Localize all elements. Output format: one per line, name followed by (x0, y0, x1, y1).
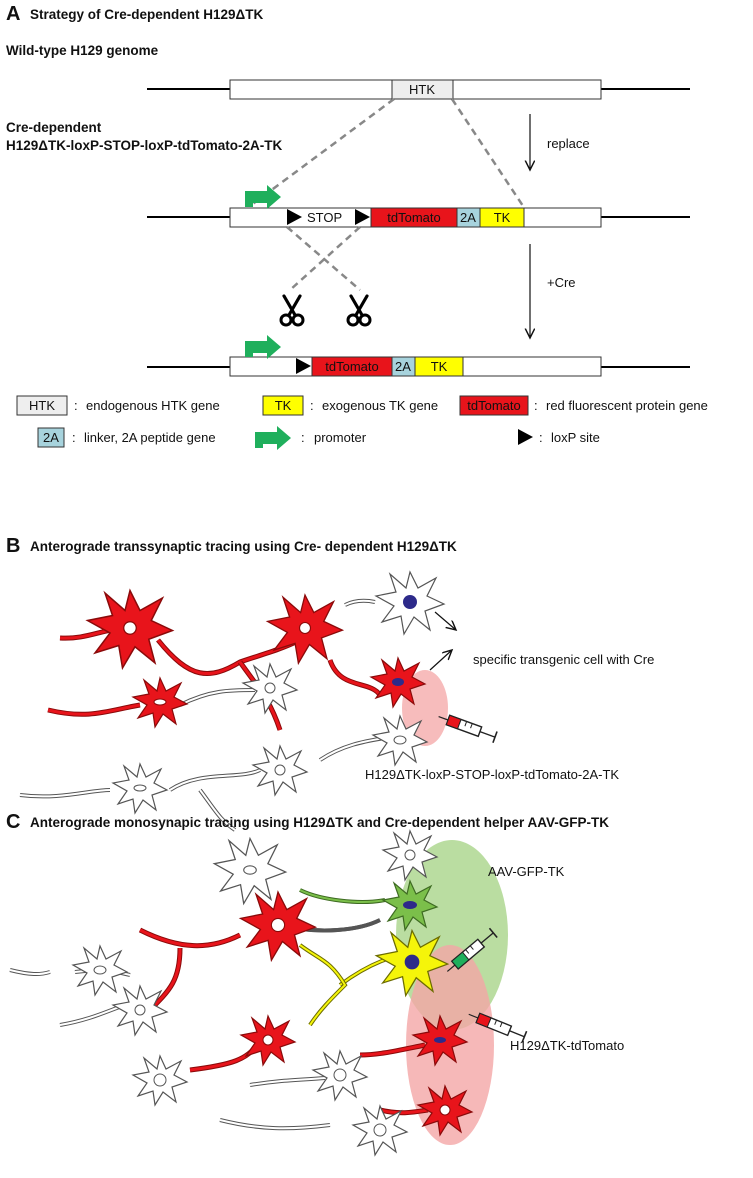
legend-htk-key: HTK (29, 398, 55, 413)
pointer-arrow (434, 611, 456, 630)
legend-tdtomato-swatch (459, 395, 529, 416)
tk-gene-box (479, 207, 525, 228)
neuron-white (242, 663, 298, 714)
scissors-icon (346, 294, 372, 327)
panel-a-title: Strategy of Cre-dependent H129ΔTK (30, 7, 263, 22)
tk-gene-label: TK (494, 210, 511, 225)
promoter-arrow-icon (245, 185, 281, 209)
panel-a: A Strategy of Cre-dependent H129ΔTK Wild… (6, 3, 708, 450)
legend: HTK : endogenous HTK gene TK : exogenous… (16, 395, 708, 450)
legend-twoa-swatch (37, 427, 65, 448)
neuron-white (112, 985, 168, 1036)
legend-separator: : (74, 398, 78, 413)
twoa-gene-label: 2A (460, 210, 476, 225)
neuron-white (372, 715, 428, 766)
neuron-red (412, 1015, 468, 1066)
stop-label: STOP (307, 210, 342, 225)
neuron-white (213, 837, 287, 905)
neuron-yellow (375, 929, 449, 997)
neuron-red (240, 1015, 296, 1066)
tk-gene-label: TK (431, 359, 448, 374)
neuron-white (352, 1105, 408, 1156)
neuron-white (382, 830, 438, 881)
neuron-red (239, 891, 317, 961)
tdtomato-gene-label: tdTomato (387, 210, 440, 225)
h129-syringe-icon (465, 1007, 528, 1044)
panel-b-title: Anterograde transsynaptic tracing using … (30, 539, 457, 554)
excision-line (289, 226, 361, 291)
cre-label: +Cre (547, 275, 576, 290)
panel-b: B Anterograde transsynaptic tracing usin… (6, 535, 654, 832)
legend-separator: : (539, 430, 543, 445)
neuron-white (312, 1050, 368, 1101)
tdtomato-gene-label: tdTomato (325, 359, 378, 374)
wildtype-genome-track: HTK (147, 79, 690, 100)
loxp-icon (287, 209, 302, 225)
h129-virus-label: H129ΔTK-tdTomato (510, 1038, 624, 1053)
neuron-white (72, 945, 128, 996)
mapping-line-left (249, 97, 395, 208)
mapping-line-right (450, 98, 525, 207)
legend-loxp-icon (518, 429, 533, 445)
promoter-arrow-icon (245, 335, 281, 359)
legend-promoter-icon (255, 426, 291, 450)
axons (19, 598, 401, 832)
scissors-icon (279, 294, 305, 327)
legend-separator: : (72, 430, 76, 445)
legend-promoter-desc: promoter (314, 430, 367, 445)
loxp-icon (355, 209, 370, 225)
neuron-red (266, 594, 344, 664)
legend-tdtomato-key: tdTomato (467, 398, 520, 413)
loxp-icon (296, 358, 311, 374)
legend-tk-swatch (262, 395, 304, 416)
neuron-white (252, 745, 308, 796)
construct-label-line1: Cre-dependent (6, 120, 102, 135)
pointer-arrow (429, 650, 452, 671)
neuron-red (132, 677, 188, 728)
neuron-red (417, 1085, 473, 1136)
neuron-red (86, 589, 174, 669)
legend-loxp-desc: loxP site (551, 430, 600, 445)
legend-separator: : (534, 398, 538, 413)
panel-c: C Anterograde monosynapic tracing using … (6, 811, 624, 1156)
axons (9, 888, 429, 1131)
syringe-icon (435, 710, 498, 744)
legend-separator: : (310, 398, 314, 413)
twoa-gene-label: 2A (395, 359, 411, 374)
virus-label: H129ΔTK-loxP-STOP-loxP-tdTomato-2A-TK (365, 767, 619, 782)
panel-b-letter: B (6, 535, 20, 557)
neuron-white (375, 571, 445, 635)
panel-a-letter: A (6, 3, 20, 25)
legend-tk-key: TK (275, 398, 292, 413)
aav-label: AAV-GFP-TK (488, 864, 565, 879)
htk-gene-label: HTK (409, 82, 435, 97)
neuron-white (112, 763, 168, 814)
legend-twoa-desc: linker, 2A peptide gene (84, 430, 216, 445)
legend-tdtomato-desc: red fluorescent protein gene (546, 398, 708, 413)
neuron-white (132, 1055, 188, 1106)
transgenic-cell-label: specific transgenic cell with Cre (473, 652, 654, 667)
legend-twoa-key: 2A (43, 430, 59, 445)
neuron-red (370, 657, 426, 708)
panel-c-title: Anterograde monosynapic tracing using H1… (30, 815, 609, 830)
panel-c-letter: C (6, 811, 20, 833)
construct-genome-track: STOP tdTomato 2A TK (147, 185, 690, 228)
tk-gene-box (414, 356, 464, 377)
construct-label-line2: H129ΔTK-loxP-STOP-loxP-tdTomato-2A-TK (6, 138, 282, 153)
wildtype-genome-label: Wild-type H129 genome (6, 43, 159, 58)
legend-htk-desc: endogenous HTK gene (86, 398, 220, 413)
legend-htk-swatch (16, 395, 68, 416)
recombined-genome-track: tdTomato 2A TK (147, 335, 690, 377)
aav-syringe-icon (442, 927, 498, 977)
legend-separator: : (301, 430, 305, 445)
replace-label: replace (547, 136, 590, 151)
htk-gene-box (391, 79, 454, 100)
neuron-green (382, 880, 438, 931)
legend-tk-desc: exogenous TK gene (322, 398, 438, 413)
